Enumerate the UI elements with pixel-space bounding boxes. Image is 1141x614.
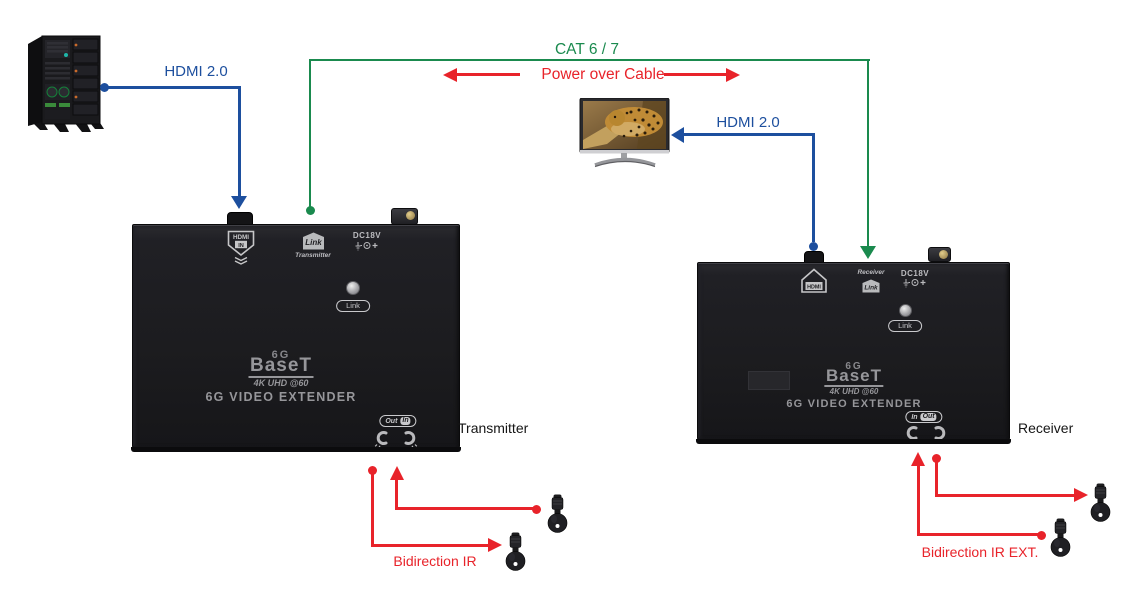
hdmi-display-line-dot: [809, 242, 818, 251]
device-logo: 6G BaseT 4K UHD @60 6G VIDEO EXTENDER: [786, 362, 921, 410]
link-led-label: Link: [336, 300, 370, 312]
ir-jack-icons: [374, 429, 418, 447]
ir-blaster-tx-upper: [547, 494, 568, 533]
power-line-right: [664, 73, 726, 76]
transmitter-caption: Transmitter: [458, 420, 529, 436]
hdmi-display-line-vertical: [812, 133, 815, 242]
hdmi-display-arrow-left-icon: [671, 127, 684, 143]
ir-first-text: In: [911, 413, 918, 421]
transmitter-device: HDMI IN Link Transmitter DC18V Link 6G B…: [131, 224, 461, 452]
ir-blaster-tx-lower: [505, 532, 526, 571]
bidirection-ir-label: Bidirection IR: [393, 553, 477, 569]
ir-out-jack-icon: [374, 431, 388, 447]
ir-in-jack-icon: [404, 431, 418, 447]
rx-ir-in-line-horizontal: [917, 533, 1038, 536]
ir-first-text: Out: [385, 417, 398, 425]
dc-power-label: DC18V: [900, 269, 930, 278]
transmitter-role-label: Transmitter: [295, 252, 331, 259]
device-logo: 6G BaseT 4K UHD @60 6G VIDEO EXTENDER: [206, 350, 357, 404]
dc-power-label: DC18V: [352, 231, 382, 240]
ir-in-jack-icon: [904, 426, 918, 442]
tx-ir-in-line-horizontal: [395, 507, 534, 510]
tx-ir-out-line-vertical: [371, 470, 374, 547]
ir-port-label: In Out: [905, 411, 943, 423]
hdmi-in-icon-subtext: IN: [238, 243, 244, 249]
dc-polarity-icon: [903, 279, 926, 288]
hdmi-source-line-vertical: [238, 86, 241, 196]
logo-product-text: 6G VIDEO EXTENDER: [786, 398, 922, 410]
link-led: [346, 281, 360, 295]
ir-port-label: Out In: [379, 415, 417, 427]
hdmi-out-icon-text: HDMI: [807, 285, 821, 291]
cat-line-dot: [306, 206, 315, 215]
logo-baset-text: BaseT: [249, 355, 313, 376]
receiver-device: HDMI Receiver Link DC18V Link 6G BaseT 4…: [696, 262, 1011, 444]
receiver-caption: Receiver: [1018, 420, 1074, 436]
power-arrow-right-icon: [726, 68, 740, 82]
link-port-text: Link: [305, 238, 322, 247]
rx-ir-in-line-vertical: [917, 466, 920, 534]
hdmi-out-port-icon: HDMI: [801, 268, 827, 293]
link-port-icon: Link: [303, 232, 324, 250]
power-line-left: [456, 73, 520, 76]
hdmi-source-line-horizontal: [104, 86, 241, 89]
hdmi-source-label: HDMI 2.0: [164, 63, 228, 80]
logo-baset-text: BaseT: [825, 366, 883, 385]
tx-ir-out-arrow-icon: [488, 538, 502, 552]
receiver-power-plug: [928, 247, 951, 262]
power-over-cable-label: Power over Cable: [541, 66, 665, 83]
logo-uhd-text: 4K UHD @60: [824, 385, 884, 396]
hdmi-display-line-horizontal: [683, 133, 815, 136]
ir-second-text: In: [400, 417, 411, 425]
hdmi-display-label: HDMI 2.0: [716, 114, 780, 131]
pc-tower-image: [28, 35, 104, 132]
cat-arrow-down-icon: [860, 246, 876, 259]
ir-jack-icons: [904, 424, 948, 442]
rx-ir-out-arrow-icon: [1074, 488, 1088, 502]
tx-ir-in-line-vertical: [395, 480, 398, 508]
hdmi-in-port-icon: HDMI IN: [227, 230, 255, 265]
rx-ir-out-line-horizontal: [935, 494, 1074, 497]
cat-line-vertical-right: [867, 59, 869, 246]
logo-uhd-text: 4K UHD @60: [248, 376, 314, 388]
dc-polarity-icon: [355, 242, 378, 251]
link-led-label: Link: [888, 320, 922, 332]
tx-ir-in-arrow-icon: [390, 466, 404, 480]
ir-blaster-rx-upper: [1090, 483, 1111, 522]
ir-blaster-rx-lower: [1050, 518, 1071, 557]
transmitter-power-plug: [391, 208, 418, 225]
link-port-text: Link: [864, 285, 878, 292]
bidirection-ir-ext-label: Bidirection IR EXT.: [921, 544, 1039, 560]
power-arrow-left-icon: [443, 68, 457, 82]
hdmi-source-arrow-down-icon: [231, 196, 247, 209]
cat-line-horizontal: [309, 59, 870, 61]
ir-out-jack-icon: [934, 426, 948, 442]
hdmi-in-icon-text: HDMI: [233, 234, 249, 241]
rx-ir-in-dot: [1037, 531, 1046, 540]
logo-6g-text: 6G: [845, 361, 863, 372]
link-port-icon: Link: [862, 279, 880, 293]
cat-cable-label: CAT 6 / 7: [554, 41, 620, 58]
label-sticker: [748, 371, 790, 390]
cat-line-vertical-left: [309, 59, 311, 208]
monitor-image: [579, 98, 670, 168]
logo-6g-text: 6G: [271, 349, 291, 361]
ir-second-text: Out: [920, 413, 937, 421]
logo-product-text: 6G VIDEO EXTENDER: [205, 390, 357, 404]
tx-ir-out-line-horizontal: [371, 544, 488, 547]
rx-ir-in-arrow-icon: [911, 452, 925, 466]
rx-ir-out-line-vertical: [935, 458, 938, 497]
tx-ir-in-dot: [532, 505, 541, 514]
receiver-role-label: Receiver: [857, 269, 885, 276]
link-led: [899, 304, 912, 317]
